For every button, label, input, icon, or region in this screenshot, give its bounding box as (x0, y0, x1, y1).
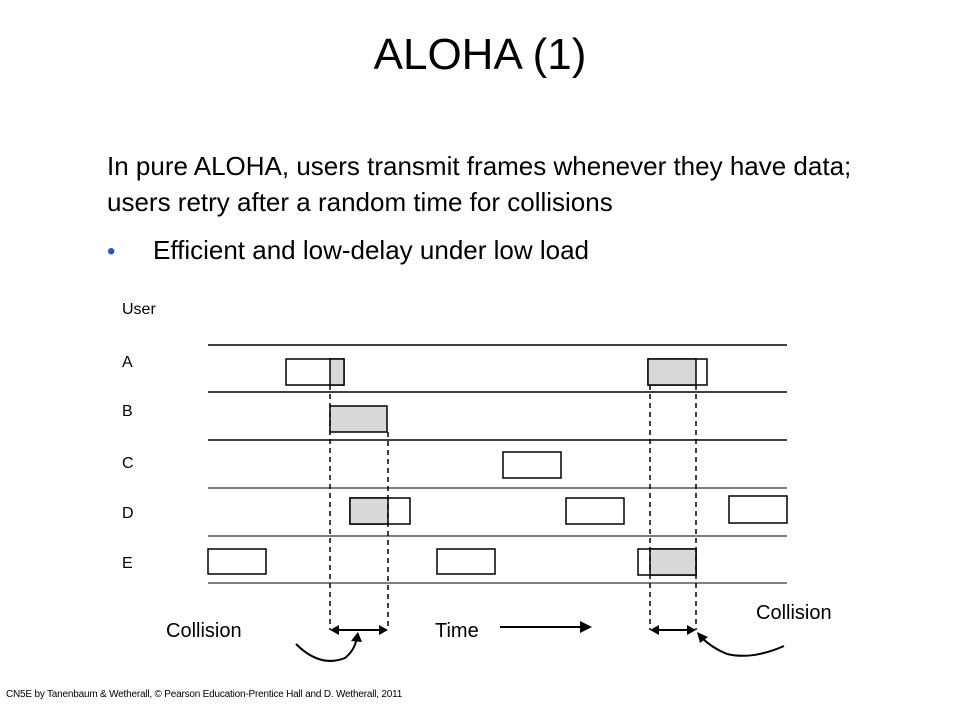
collision-label-left: Collision (166, 620, 242, 642)
arrowhead-right-icon (687, 625, 696, 635)
bullet-text: Efficient and low-delay under low load (153, 235, 590, 265)
user-label-b: B (122, 403, 133, 420)
collision-label-right: Collision (756, 602, 832, 624)
frame-e3-overlap (649, 548, 697, 576)
slide-title: ALOHA (1) (373, 30, 587, 79)
time-arrowhead-icon (580, 621, 592, 633)
intro-paragraph: In pure ALOHA, users transmit frames whe… (107, 151, 852, 217)
collision2-pointer-curve (700, 636, 785, 657)
pointer-arrowhead-icon (697, 632, 708, 643)
pointer-arrowhead-icon (351, 632, 362, 642)
frame-d2 (565, 497, 625, 525)
frame-e1 (207, 548, 267, 575)
user-label-a: A (122, 354, 133, 371)
frame-d1-overlap (349, 497, 389, 525)
user-label-c: C (122, 455, 134, 472)
frame-a1-overlap (329, 358, 345, 386)
bullet-dot-icon: • (107, 238, 116, 265)
copyright-footer: CN5E by Tanenbaum & Wetherall, © Pearson… (6, 689, 403, 700)
arrowhead-left-icon (330, 625, 339, 635)
time-axis-label: Time (435, 620, 479, 642)
frame-e2 (436, 548, 496, 575)
frame-c1 (502, 451, 562, 479)
arrowhead-left-icon (650, 625, 659, 635)
arrowhead-right-icon (379, 625, 388, 635)
collision1-pointer-curve (295, 636, 358, 662)
bullet-item: • Efficient and low-delay under low load (107, 232, 589, 270)
frame-a2-overlap (647, 358, 697, 386)
user-axis-header: User (122, 301, 156, 318)
user-label-d: D (122, 505, 134, 522)
frame-b1 (329, 405, 388, 433)
user-label-e: E (122, 555, 133, 572)
frame-d3 (728, 495, 788, 524)
